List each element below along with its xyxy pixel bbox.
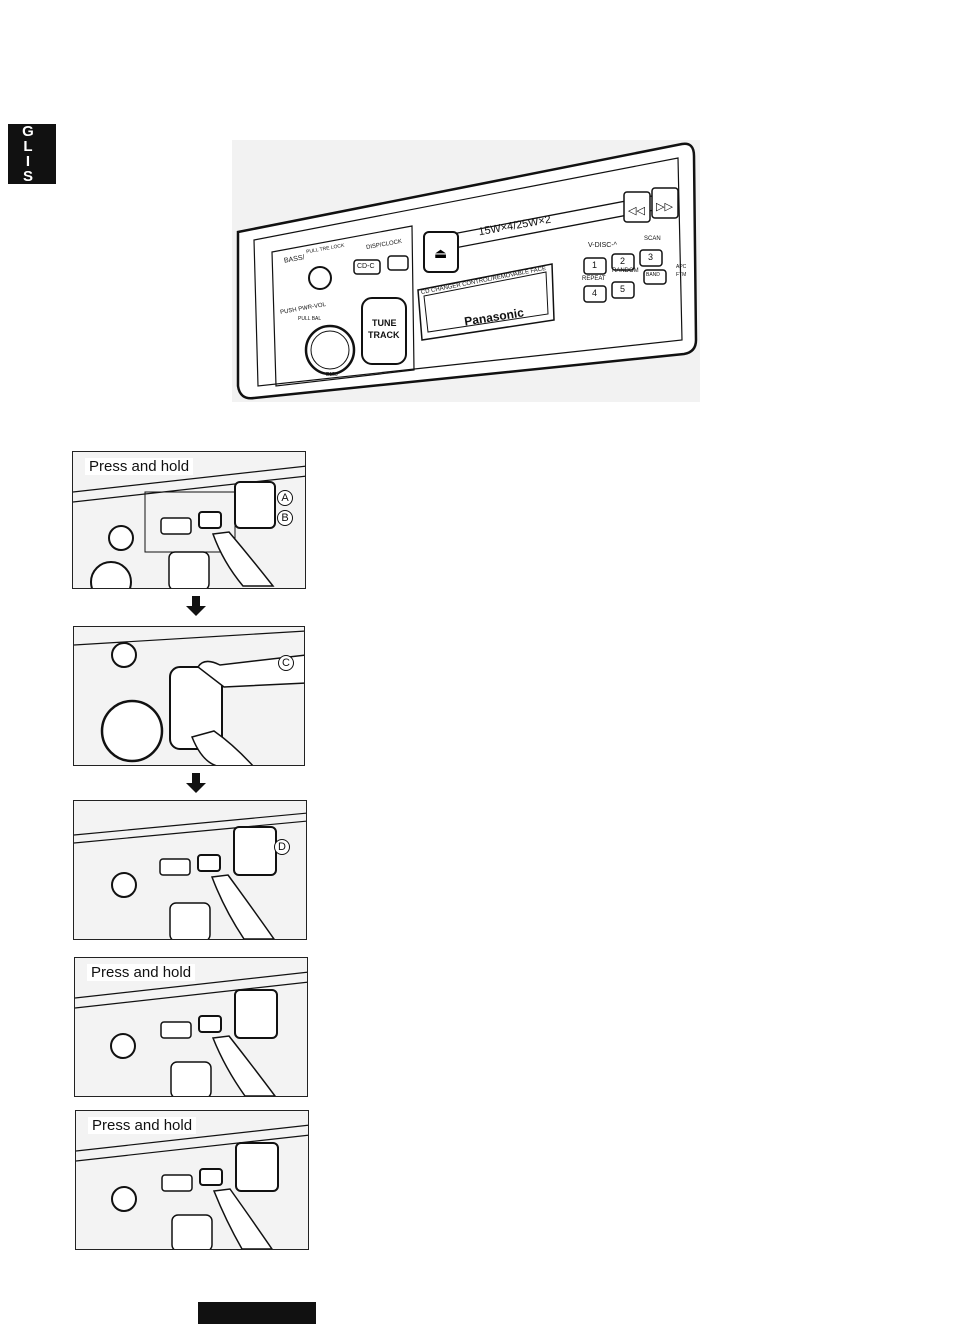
side-tab-letter: G: [8, 124, 48, 139]
down-arrow-icon: [184, 771, 208, 795]
side-tab-letter: I: [8, 154, 48, 169]
step-panel-3: D: [73, 800, 307, 940]
marker-b: B: [277, 510, 293, 526]
svg-text:▷▷: ▷▷: [656, 201, 673, 213]
page-footer-bar: [198, 1302, 316, 1324]
track-label: TRACK: [368, 330, 400, 340]
step-3-drawing: [74, 801, 307, 940]
preset-1-label: 1: [592, 260, 597, 270]
band-label: BAND: [646, 272, 660, 278]
step-panel-2: C: [73, 626, 305, 766]
language-side-tab: G L I S: [8, 124, 56, 184]
tune-label: TUNE: [372, 318, 397, 328]
car-stereo-illustration: ⏏ ◁◁ ▷▷ Panasonic 15W×4/25W×2 CD CHANGER…: [232, 140, 700, 402]
repeat-label: REPEAT: [582, 276, 606, 282]
random-label: RANDOM: [612, 268, 639, 274]
marker-d: D: [274, 839, 290, 855]
side-tab-letter: S: [8, 169, 48, 184]
preset-3-label: 3: [648, 252, 653, 262]
step-2-drawing: [74, 627, 305, 766]
svg-text:⏏: ⏏: [434, 245, 447, 261]
marker-c: C: [278, 655, 294, 671]
svg-text:◁◁: ◁◁: [628, 205, 645, 217]
press-and-hold-label: Press and hold: [88, 1117, 196, 1134]
disc-label: V-DISC-^: [588, 242, 617, 249]
ftm-label: FTM: [676, 272, 686, 278]
scan-label: SCAN: [644, 236, 661, 242]
step-panel-4: Press and hold: [74, 957, 308, 1097]
press-and-hold-label: Press and hold: [85, 458, 193, 475]
bal-label: PULL BAL: [298, 316, 321, 322]
down-arrow-icon: [184, 594, 208, 618]
e150-label: E150: [326, 372, 338, 378]
preset-2-label: 2: [620, 256, 625, 266]
step-panel-1: Press and hold A B: [72, 451, 306, 589]
cd-c-label: CD-C: [357, 263, 375, 270]
apc-label: APC: [676, 264, 686, 270]
preset-4-label: 4: [592, 288, 597, 298]
preset-5-label: 5: [620, 284, 625, 294]
side-tab-letter: L: [8, 139, 48, 154]
marker-a: A: [277, 490, 293, 506]
press-and-hold-label: Press and hold: [87, 964, 195, 981]
step-panel-5: Press and hold: [75, 1110, 309, 1250]
